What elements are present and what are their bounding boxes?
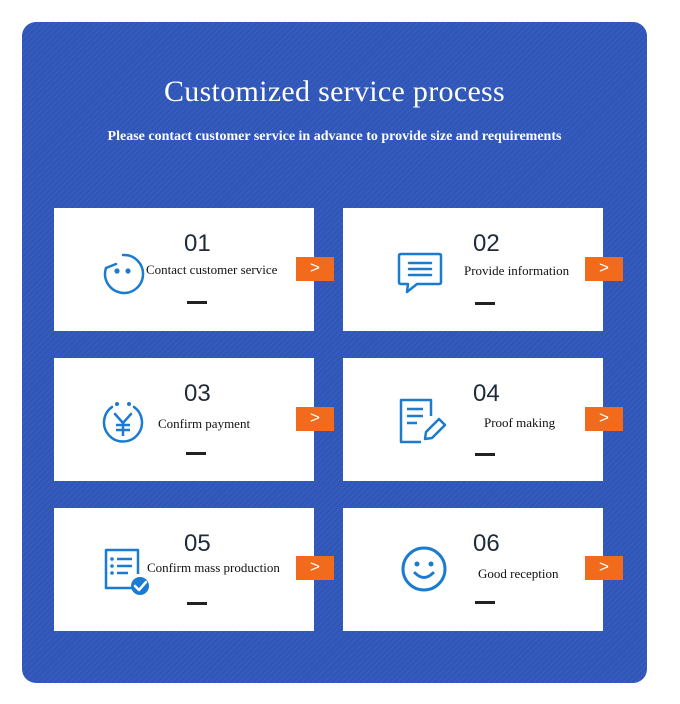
yuan-payment-icon	[102, 402, 144, 443]
checklist-icon	[104, 548, 149, 595]
step-dash	[475, 302, 495, 305]
step-label: Good reception	[478, 566, 559, 581]
step-card-03: 03 Confirm payment	[54, 358, 314, 481]
step-number: 05	[184, 530, 211, 557]
step-number: 01	[184, 230, 211, 257]
process-panel: Customized service process Please contac…	[22, 22, 647, 683]
step-label: Provide information	[464, 263, 570, 278]
next-arrow-button[interactable]: >	[296, 407, 334, 431]
step-label: Proof making	[484, 415, 556, 430]
page-subtitle: Please contact customer service in advan…	[107, 129, 562, 144]
step-card-02: 02 Provide information	[343, 208, 603, 331]
step-card-05: 05 Confirm mass production	[54, 508, 314, 631]
step-number: 02	[473, 230, 500, 257]
chat-face-icon	[103, 253, 145, 295]
step-card-04: 04 Proof making	[343, 358, 603, 481]
step-dash	[187, 301, 207, 304]
message-icon	[397, 252, 443, 294]
step-card-06: 06 Good reception	[343, 508, 603, 631]
next-arrow-button[interactable]: >	[585, 257, 623, 281]
next-arrow-button[interactable]: >	[585, 556, 623, 580]
step-dash	[186, 452, 206, 455]
next-arrow-button[interactable]: >	[585, 407, 623, 431]
step-dash	[475, 453, 495, 456]
next-arrow-button[interactable]: >	[296, 556, 334, 580]
next-arrow-button[interactable]: >	[296, 257, 334, 281]
document-edit-icon	[399, 398, 447, 444]
step-label: Contact customer service	[146, 262, 278, 277]
step-card-01: 01 Contact customer service	[54, 208, 314, 331]
step-number: 04	[473, 380, 500, 407]
smile-icon	[401, 546, 447, 592]
step-number: 06	[473, 530, 500, 557]
step-label: Confirm payment	[158, 416, 251, 431]
step-dash	[187, 602, 207, 605]
step-number: 03	[184, 380, 211, 407]
step-label: Confirm mass production	[147, 560, 280, 575]
page-title: Customized service process	[163, 75, 506, 108]
step-dash	[475, 601, 495, 604]
